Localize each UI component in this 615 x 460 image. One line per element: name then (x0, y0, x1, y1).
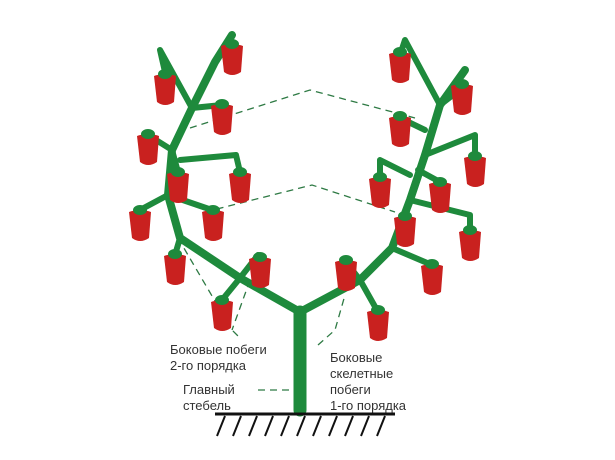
pepper-cap (425, 259, 439, 269)
pepper-fruit (367, 310, 389, 341)
pepper-cap (398, 211, 412, 221)
pepper-cap (206, 205, 220, 215)
pepper (154, 69, 176, 105)
pepper-fruit (451, 84, 473, 115)
pepper (429, 177, 451, 213)
pepper-cap (215, 99, 229, 109)
pepper-fruit (154, 74, 176, 105)
left-skeletal-branch (164, 31, 304, 316)
pepper-cap (373, 172, 387, 182)
pepper (421, 259, 443, 295)
ground (215, 412, 395, 437)
label-line: Боковые (330, 350, 383, 365)
pepper (211, 99, 233, 135)
ground-hatch (296, 415, 306, 437)
pepper (389, 111, 411, 147)
label-side-shoots-2nd-order: Боковые побеги 2-го порядка (170, 342, 267, 374)
ground-hatch (280, 415, 290, 437)
pepper (369, 172, 391, 208)
pepper-fruit (389, 52, 411, 83)
pepper-cap (371, 305, 385, 315)
pepper (459, 225, 481, 261)
pepper-fruit (389, 116, 411, 147)
label-line: стебель (183, 398, 231, 413)
pepper-fruit (164, 254, 186, 285)
pepper-cap (141, 129, 155, 139)
ground-hatch (248, 415, 258, 437)
pepper-cap (215, 295, 229, 305)
pepper-cap (339, 255, 353, 265)
label-main-stem: Главный стебель (183, 382, 235, 414)
pepper-fruit (137, 134, 159, 165)
pepper-cap (171, 167, 185, 177)
pepper-cap (393, 47, 407, 57)
pepper-cap (468, 151, 482, 161)
label-line: Боковые побеги (170, 342, 267, 357)
pepper (221, 39, 243, 75)
ground-hatch (232, 415, 242, 437)
pepper-fruit (167, 172, 189, 203)
pepper (129, 205, 151, 241)
pepper (229, 167, 251, 203)
pepper-fruit (211, 300, 233, 331)
label-line: скелетные (330, 366, 394, 381)
pepper-fruit (211, 104, 233, 135)
dashed-guide-lower (204, 184, 396, 213)
label-line: 2-го порядка (170, 358, 247, 373)
pepper (164, 249, 186, 285)
pepper-fruit (221, 44, 243, 75)
pepper-cap (463, 225, 477, 235)
pepper-fruit (459, 230, 481, 261)
pepper-cap (158, 69, 172, 79)
ground-hatch (376, 415, 386, 437)
pepper-cap (393, 111, 407, 121)
pepper-fruit (249, 257, 271, 288)
pepper (335, 255, 357, 291)
ground-hatch (360, 415, 370, 437)
pepper-fruit (335, 260, 357, 291)
pepper-cap (133, 205, 147, 215)
label-skeletal-shoots-1st-order: Боковые скелетные побеги 1-го порядка (330, 350, 406, 414)
label-line: побеги (330, 382, 371, 397)
pepper (464, 151, 486, 187)
pepper (202, 205, 224, 241)
pepper-cap (455, 79, 469, 89)
pepper-cap (253, 252, 267, 262)
dashed-leader-2nd-order (177, 237, 241, 339)
ground-hatch (216, 415, 226, 437)
ground-hatch (344, 415, 354, 437)
pepper-cap (225, 39, 239, 49)
ground-hatch (328, 415, 338, 437)
pepper (451, 79, 473, 115)
pepper-fruit (394, 216, 416, 247)
label-line: Главный (183, 382, 235, 397)
ground-hatch (264, 415, 274, 437)
pepper-cap (233, 167, 247, 177)
pepper (137, 129, 159, 165)
peppers (129, 39, 486, 341)
pepper (389, 47, 411, 83)
ground-hatch (312, 415, 322, 437)
pepper-fruit (464, 156, 486, 187)
pepper-fruit (202, 210, 224, 241)
pepper-cap (433, 177, 447, 187)
pepper-cap (168, 249, 182, 259)
pepper (211, 295, 233, 331)
pepper-fruit (229, 172, 251, 203)
pepper (249, 252, 271, 288)
pepper-fruit (369, 177, 391, 208)
label-line: 1-го порядка (330, 398, 407, 413)
pepper-fruit (421, 264, 443, 295)
pepper (167, 167, 189, 203)
pepper (367, 305, 389, 341)
pepper-fruit (129, 210, 151, 241)
pepper (394, 211, 416, 247)
pepper-fruit (429, 182, 451, 213)
